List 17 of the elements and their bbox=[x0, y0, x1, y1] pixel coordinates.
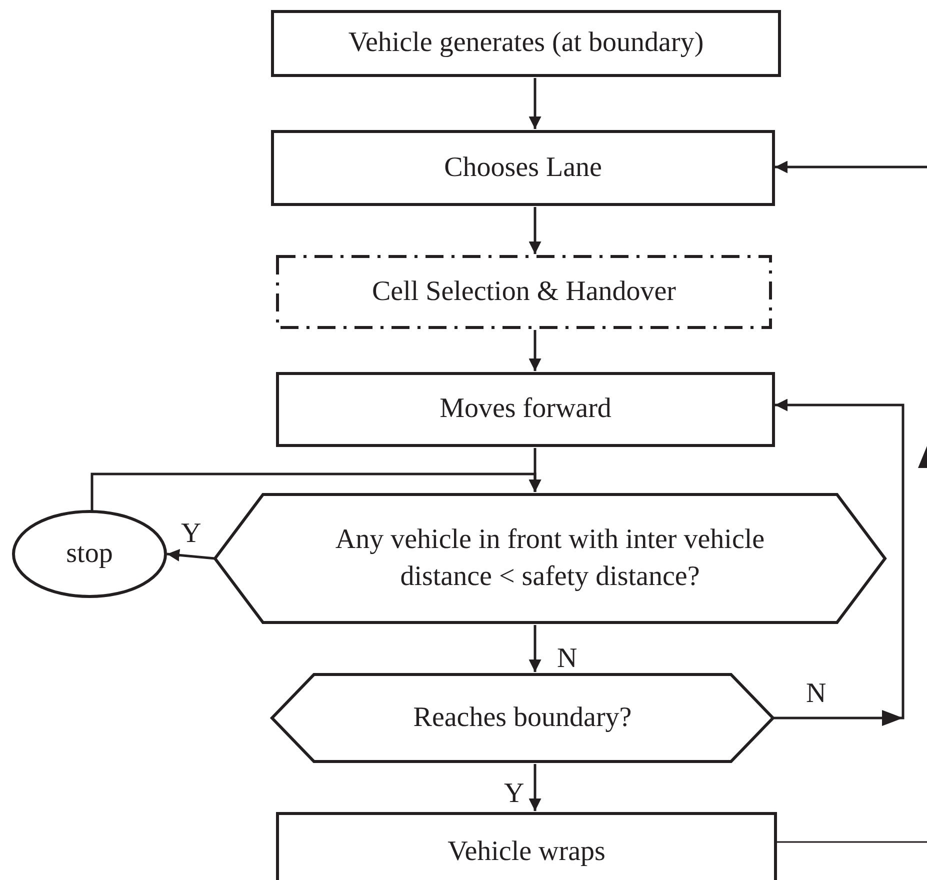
arrow bbox=[528, 78, 542, 129]
node-text: Moves forward bbox=[440, 392, 612, 426]
node-text: Chooses Lane bbox=[444, 150, 602, 185]
arrow bbox=[90, 472, 542, 513]
arrow bbox=[166, 548, 216, 562]
node-text: Any vehicle in front with inter vehicle distance < safety distance? bbox=[334, 523, 766, 594]
arrow bbox=[773, 398, 904, 726]
node-text: Vehicle generates (at boundary) bbox=[348, 26, 704, 60]
node-text: Vehicle wraps bbox=[448, 834, 606, 869]
arrow bbox=[528, 330, 542, 371]
node-text: stop bbox=[66, 536, 113, 571]
arrow bbox=[528, 764, 542, 811]
arrow bbox=[528, 207, 542, 254]
node-text: Cell Selection & Handover bbox=[372, 274, 676, 309]
arrow bbox=[528, 625, 542, 672]
arrow bbox=[775, 160, 927, 174]
node-text: Reaches boundary? bbox=[413, 700, 632, 735]
